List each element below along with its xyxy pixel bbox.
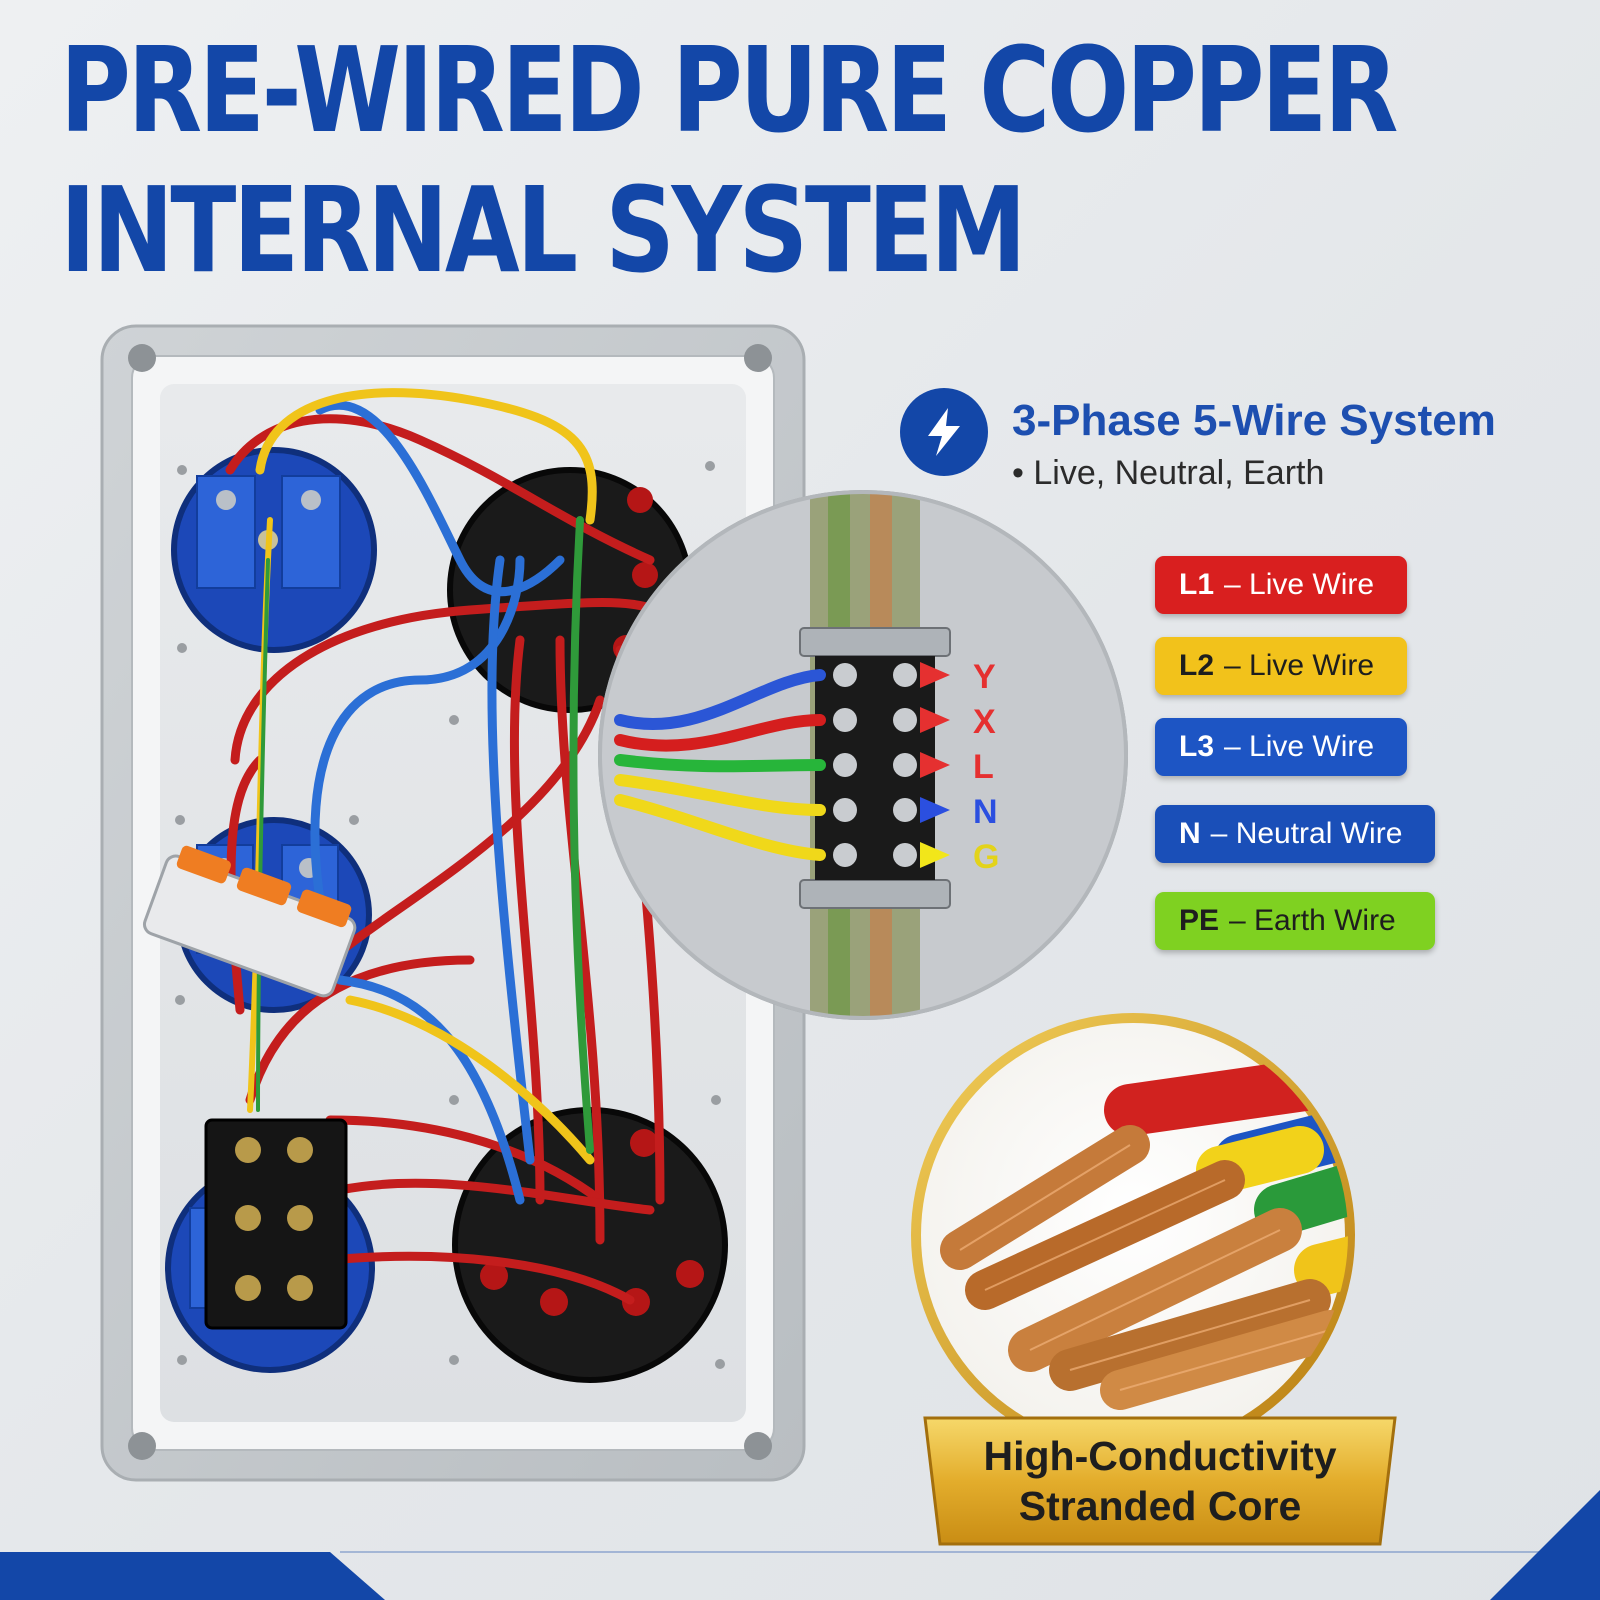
terminal-label-g: G [973, 838, 999, 876]
legend-item-l2: L2 – Live Wire [1155, 637, 1407, 695]
terminal-label-n: N [973, 793, 998, 831]
legend-label: – Earth Wire [1229, 904, 1396, 937]
lightning-bolt-icon [900, 388, 988, 476]
legend-code: PE [1179, 904, 1220, 937]
legend-code: L1 [1179, 568, 1215, 601]
core-banner-line-2: Stranded Core [1018, 1483, 1302, 1529]
terminal-label-y: Y [973, 658, 996, 696]
socket-blue-top [171, 447, 377, 653]
legend-code: L3 [1179, 730, 1215, 763]
legend-label: – Live Wire [1224, 568, 1375, 601]
black-terminal-block [204, 1118, 348, 1330]
core-banner-line-1: High-Conductivity [983, 1433, 1337, 1479]
legend-item-pe: PE – Earth Wire [1155, 892, 1435, 950]
core-banner: High-Conductivity Stranded Core [925, 1418, 1395, 1544]
legend-label: – Neutral Wire [1210, 817, 1403, 850]
terminal-label-l: L [973, 748, 994, 786]
legend-item-n: N – Neutral Wire [1155, 805, 1435, 863]
legend-label: – Live Wire [1224, 730, 1375, 763]
system-title: 3-Phase 5-Wire System [1012, 396, 1496, 445]
legend-item-l3: L3 – Live Wire [1155, 718, 1407, 776]
headline-line-2: INTERNAL SYSTEM [60, 161, 1027, 299]
legend-code: N [1179, 817, 1201, 850]
legend-label: – Live Wire [1224, 649, 1375, 682]
terminal-label-x: X [973, 703, 996, 741]
din-rail-zoom-lens [598, 490, 1128, 1020]
legend-code: L2 [1179, 649, 1215, 682]
legend-item-l1: L1 – Live Wire [1155, 556, 1407, 614]
system-subtitle: • Live, Neutral, Earth [1012, 454, 1325, 492]
bottom-decor-band [0, 1490, 1600, 1600]
terminal-labels: Y X L N G [973, 658, 999, 876]
copper-core-closeup [911, 1013, 1397, 1546]
system-info: 3-Phase 5-Wire System • Live, Neutral, E… [900, 388, 1560, 508]
lever-connector [142, 845, 357, 998]
